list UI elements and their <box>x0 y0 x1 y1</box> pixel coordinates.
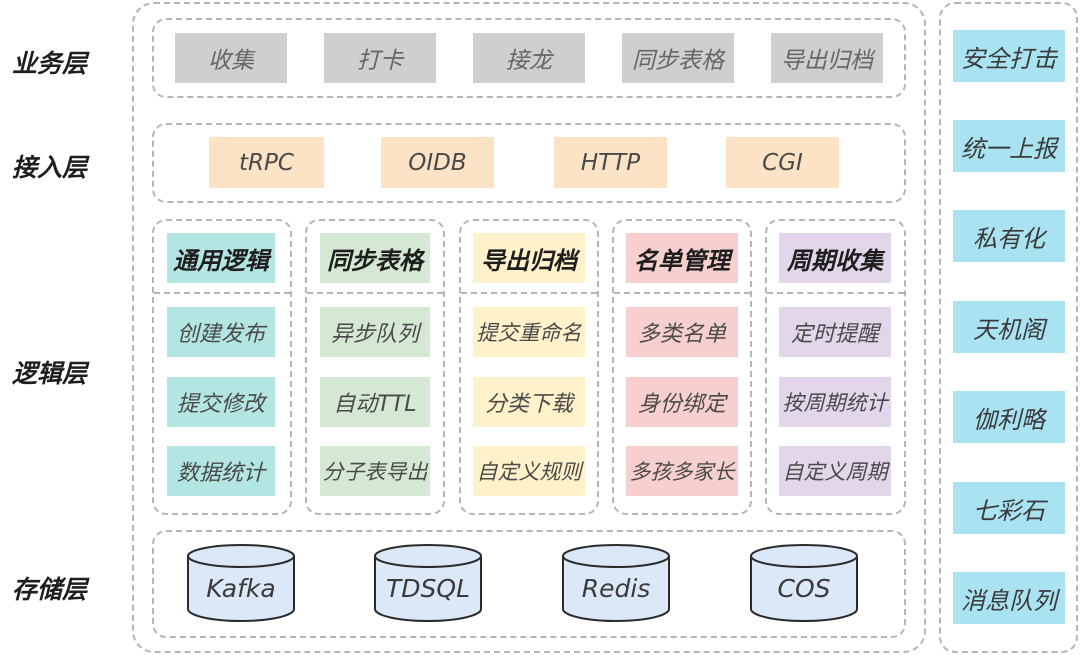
logic-header-general: 通用逻辑 <box>167 233 275 283</box>
database-cylinder-icon <box>750 544 858 622</box>
logic-item: 提交修改 <box>167 377 275 427</box>
access-item-cgi: CGI <box>726 137 839 188</box>
storage-layer-frame <box>152 530 906 638</box>
access-item-http: HTTP <box>554 137 667 188</box>
access-item-oidb: OIDB <box>381 137 494 188</box>
logic-item: 提交重命名 <box>473 307 585 357</box>
business-item-checkin: 打卡 <box>324 33 436 83</box>
business-item-export-archive: 导出归档 <box>771 33 883 83</box>
logic-item: 按周期统计 <box>779 377 891 427</box>
logic-item: 定时提醒 <box>779 307 891 357</box>
logic-divider <box>614 292 750 294</box>
storage-item-kafka: Kafka <box>206 573 276 603</box>
logic-item: 多类名单 <box>626 307 738 357</box>
side-services-frame <box>939 2 1078 653</box>
logic-item: 自定义周期 <box>779 446 891 496</box>
logic-header-export-archive: 导出归档 <box>473 233 585 283</box>
storage-item-cos: COS <box>777 573 831 603</box>
logic-item: 分类下载 <box>473 377 585 427</box>
business-layer-frame <box>152 18 906 98</box>
logic-divider <box>307 292 443 294</box>
side-item-galileo: 伽利略 <box>953 391 1065 443</box>
database-cylinder-icon <box>374 544 482 622</box>
logic-header-roster: 名单管理 <box>626 233 738 283</box>
business-item-sync-sheet: 同步表格 <box>622 33 734 83</box>
logic-header-sync-sheet: 同步表格 <box>320 233 430 283</box>
layer-label-logic: 逻辑层 <box>12 359 88 388</box>
database-cylinder-icon <box>562 544 670 622</box>
side-item-qicaishi: 七彩石 <box>953 482 1065 534</box>
database-cylinder-icon <box>187 544 295 622</box>
logic-item: 自定义规则 <box>473 446 585 496</box>
logic-divider <box>767 292 904 294</box>
logic-column-export-archive <box>459 219 599 515</box>
storage-item-redis: Redis <box>581 573 651 603</box>
side-item-security: 安全打击 <box>953 30 1065 82</box>
storage-item-tdsql: TDSQL <box>386 573 470 603</box>
logic-column-general <box>152 219 292 515</box>
side-item-private-deploy: 私有化 <box>953 210 1065 262</box>
access-layer-frame <box>152 123 906 203</box>
logic-column-roster <box>612 219 752 515</box>
main-architecture-frame <box>132 2 926 653</box>
logic-item: 异步队列 <box>320 307 430 357</box>
logic-item: 多孩多家长 <box>626 446 738 496</box>
logic-divider <box>461 292 597 294</box>
side-item-unified-report: 统一上报 <box>953 120 1065 172</box>
logic-item: 分子表导出 <box>320 446 430 496</box>
logic-header-periodic: 周期收集 <box>779 233 891 283</box>
business-item-relay: 接龙 <box>473 33 585 83</box>
logic-item: 身份绑定 <box>626 377 738 427</box>
logic-column-periodic <box>765 219 906 515</box>
side-item-message-queue: 消息队列 <box>953 572 1065 624</box>
side-item-tianjige: 天机阁 <box>953 301 1065 353</box>
access-item-trpc: tRPC <box>209 137 324 188</box>
layer-label-business: 业务层 <box>12 49 88 78</box>
logic-item: 创建发布 <box>167 307 275 357</box>
layer-label-access: 接入层 <box>12 153 88 182</box>
logic-item: 自动TTL <box>320 377 430 427</box>
logic-item: 数据统计 <box>167 446 275 496</box>
layer-label-storage: 存储层 <box>12 575 88 604</box>
business-item-collect: 收集 <box>175 33 287 83</box>
logic-column-sync-sheet <box>305 219 445 515</box>
logic-divider <box>154 292 290 294</box>
